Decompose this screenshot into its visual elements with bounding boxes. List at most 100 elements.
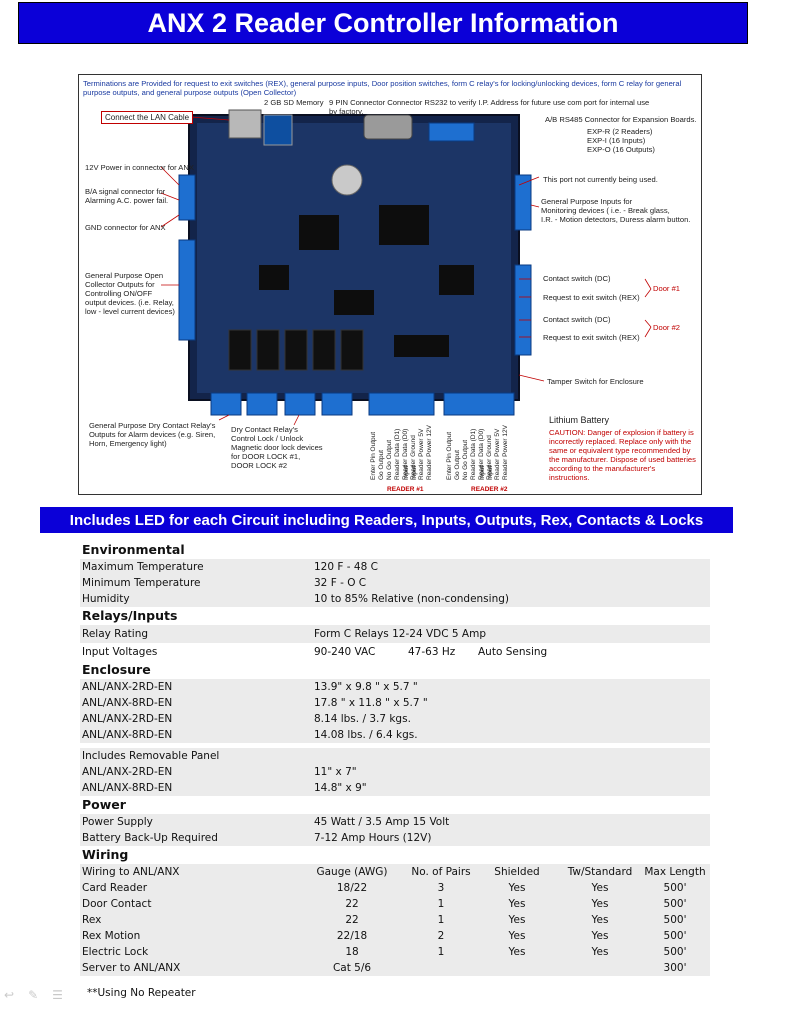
- reader2-pin: No Go Output: [462, 439, 469, 480]
- lithium-battery-label: Lithium Battery: [549, 415, 610, 425]
- gp-outputs-label: General Purpose Open Collector Outputs f…: [85, 271, 175, 316]
- wiring-max: 500': [663, 930, 687, 942]
- leader-lines: [160, 116, 652, 426]
- reader2-pin: Reader Ground: [486, 435, 493, 480]
- spec-row: Minimum Temperature 32 F - O C: [80, 575, 710, 591]
- reader1-pin: Reader Power 5V: [418, 428, 425, 480]
- terminal-block-bottom: [321, 392, 353, 416]
- spec-key: ANL/ANX-2RD-EN: [82, 681, 173, 693]
- wiring-name: Card Reader: [82, 882, 148, 894]
- led-banner: Includes LED for each Circuit including …: [40, 507, 733, 533]
- lan-cable-label: Connect the LAN Cable: [101, 111, 194, 124]
- controller-board-figure: Terminations are Provided for request to…: [78, 74, 702, 495]
- spec-value: Form C Relays 12-24 VDC 5 Amp: [314, 628, 486, 640]
- wiring-shielded: Yes: [508, 914, 526, 926]
- reader2-pin-labels: Enter Pin Output Go Output No Go Output …: [445, 420, 511, 480]
- reader2-pin: Reader Power 12V: [502, 425, 509, 480]
- contact-switch-2-label: Contact switch (DC): [543, 315, 611, 324]
- wiring-name: Door Contact: [82, 898, 152, 910]
- spec-key: ANL/ANX-8RD-EN: [82, 697, 173, 709]
- spec-row: ANL/ANX-8RD-EN 14.8" x 9": [80, 780, 710, 796]
- wiring-gauge: 18: [345, 946, 359, 958]
- wiring-pairs: 3: [437, 882, 445, 894]
- rex-1-label: Request to exit switch (REX): [543, 293, 640, 302]
- exp-boards-label: EXP-R (2 Readers) EXP-I (16 Inputs) EXP-…: [587, 127, 655, 154]
- terminal-block-left-top: [178, 174, 196, 221]
- reader1-pin: Go Output: [378, 450, 385, 480]
- contact-switch-1-label: Contact switch (DC): [543, 274, 611, 283]
- connector-9pin-label: 9 PIN Connector Connector RS232 to verif…: [329, 98, 650, 116]
- gnd-label: GND connector for ANX: [85, 223, 166, 232]
- wiring-row: Server to ANL/ANX Cat 5/6 300': [80, 960, 710, 976]
- wiring-pairs: 1: [437, 914, 445, 926]
- menu-icon[interactable]: ☰: [52, 988, 63, 1002]
- reader2-pin: Enter Pin Output: [446, 431, 453, 480]
- wiring-col-gauge: Gauge (AWG): [316, 866, 388, 878]
- pen-icon[interactable]: ✎: [28, 988, 39, 1002]
- wiring-row: Card Reader 18/22 3 Yes Yes 500': [80, 880, 710, 896]
- wiring-name: Server to ANL/ANX: [82, 962, 181, 974]
- slide-toolbar: ↩ ✎ ☰: [4, 988, 63, 1002]
- spec-key: Relay Rating: [82, 628, 149, 640]
- sd-card: [263, 114, 293, 146]
- reader1-pin: Reader Data (D0) Input: [402, 428, 418, 480]
- reader1-pin: Reader Data (D1) Input: [394, 428, 410, 480]
- wiring-row: Rex 22 1 Yes Yes 500': [80, 912, 710, 928]
- spec-value: 10 to 85% Relative (non-condensing): [314, 593, 509, 605]
- terminal-block-right: [514, 264, 532, 356]
- spec-row: Relay Rating Form C Relays 12-24 VDC 5 Am…: [80, 625, 710, 643]
- back-arrow-icon[interactable]: ↩: [4, 988, 15, 1002]
- wiring-tw: Yes: [591, 914, 609, 926]
- figure-description: Terminations are Provided for request to…: [83, 79, 682, 97]
- controller-board-illustration: [160, 109, 652, 426]
- spec-key: Power Supply: [82, 816, 153, 828]
- reader2-pin: Reader Data (D1) Input: [470, 428, 486, 480]
- spec-key: Maximum Temperature: [82, 561, 204, 573]
- spec-row: Input Voltages 90-240 VAC 47-63 Hz Auto …: [80, 643, 710, 661]
- wiring-gauge: 22: [345, 914, 359, 926]
- ba-signal-label: B/A signal connector for Alarming A.C. p…: [85, 187, 169, 205]
- wiring-row: Electric Lock 18 1 Yes Yes 500': [80, 944, 710, 960]
- door-2-label: Door #2: [653, 323, 681, 332]
- reader1-pin: Reader Ground: [410, 435, 417, 480]
- lithium-battery: [331, 164, 363, 196]
- wiring-max: 500': [663, 946, 687, 958]
- reader1-pin: Enter Pin Output: [370, 431, 377, 480]
- wiring-col-tw: Tw/Standard: [567, 866, 633, 878]
- door-1-label: Door #1: [653, 284, 681, 293]
- gp-inputs-label: General Purpose Inputs for Monitoring de…: [541, 197, 691, 224]
- wiring-gauge: 18/22: [336, 882, 368, 894]
- wiring-pairs: 2: [437, 930, 445, 942]
- section-heading-wiring: Wiring: [82, 847, 129, 862]
- terminal-block-top: [428, 122, 475, 142]
- spec-row: Includes Removable Panel: [80, 748, 710, 764]
- wiring-tw: Yes: [591, 930, 609, 942]
- spec-value: 14.8" x 9": [314, 782, 367, 794]
- spec-key: ANL/ANX-2RD-EN: [82, 713, 173, 725]
- wiring-tw: Yes: [591, 898, 609, 910]
- wiring-row: Door Contact 22 1 Yes Yes 500': [80, 896, 710, 912]
- spec-value: 32 F - O C: [314, 577, 367, 589]
- spec-key: ANL/ANX-8RD-EN: [82, 782, 173, 794]
- wiring-gauge: 22/18: [336, 930, 368, 942]
- wiring-gauge: Cat 5/6: [332, 962, 372, 974]
- section-heading-power: Power: [82, 797, 126, 812]
- section-heading-environmental: Environmental: [82, 542, 185, 557]
- chip: [299, 215, 339, 250]
- wiring-max: 300': [663, 962, 687, 974]
- terminal-block-bottom: [210, 392, 242, 416]
- spec-value: 45 Watt / 3.5 Amp 15 Volt: [314, 816, 450, 828]
- spec-value: Auto Sensing: [478, 646, 548, 658]
- spec-value: 7-12 Amp Hours (12V): [314, 832, 432, 844]
- spec-value: 11" x 7": [314, 766, 357, 778]
- relay: [228, 329, 252, 371]
- wiring-tw: Yes: [591, 882, 609, 894]
- relay: [312, 329, 336, 371]
- caution-text: CAUTION: Danger of explosion if battery …: [549, 428, 696, 482]
- spec-key: Minimum Temperature: [82, 577, 201, 589]
